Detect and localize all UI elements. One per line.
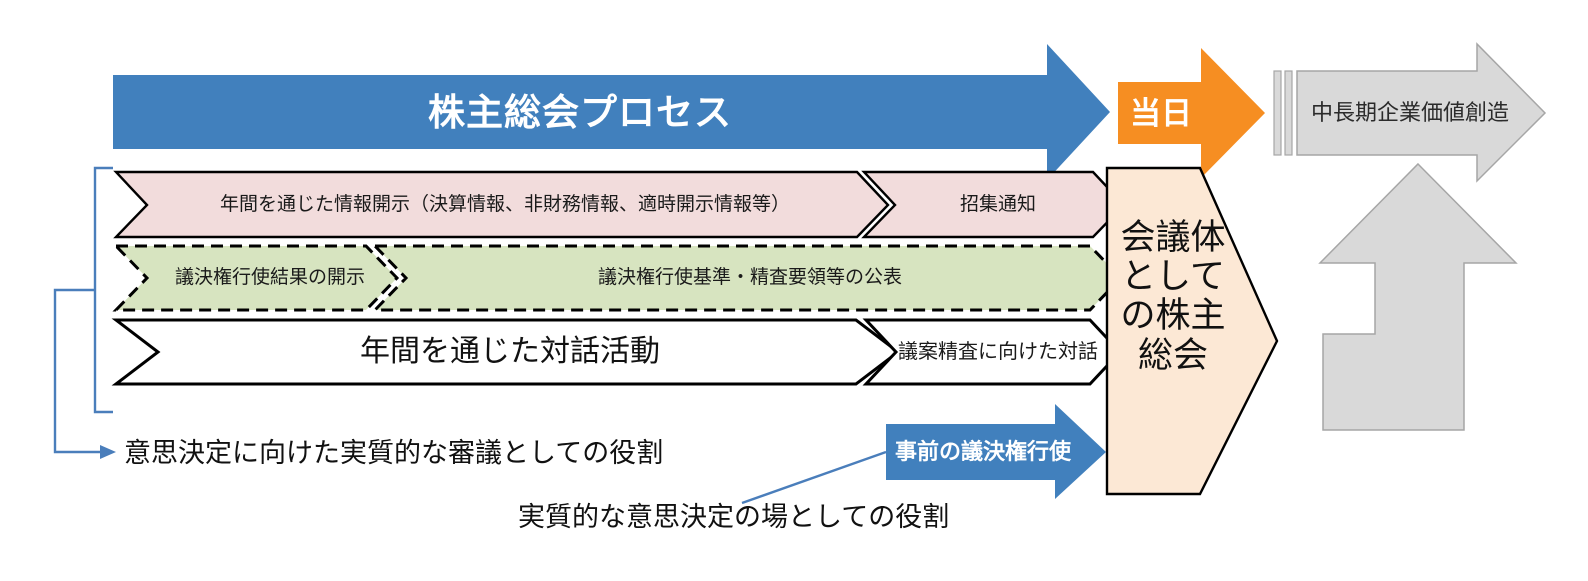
pre-vote-arrow-label: 事前の議決権行使	[894, 439, 1071, 464]
bracket-connector	[93, 166, 113, 414]
chevron-label-disclosure-notice: 招集通知	[959, 194, 1036, 215]
value-creation-label: 中長期企業価値創造	[1310, 100, 1509, 125]
title-band-label: 株主総会プロセス	[428, 92, 732, 133]
motion-bar-1	[1273, 70, 1282, 156]
chevron-label-dialogue-main: 年間を通じた対話活動	[360, 335, 660, 368]
chevron-label-dialogue-review: 議案精査に向けた対話	[898, 341, 1098, 363]
feedback-up-arrow	[1318, 162, 1518, 431]
decision-role-label: 実質的な意思決定の場としての役割	[518, 502, 950, 532]
chevron-label-voting-standards: 議決権行使基準・精査要領等の公表	[597, 267, 902, 288]
chevron-disclosure-notice	[861, 170, 1126, 239]
chevron-dialogue-main	[111, 318, 901, 386]
today-arrow-label: 当日	[1130, 96, 1192, 131]
today-arrow	[1118, 48, 1265, 178]
chevron-voting-results	[112, 244, 400, 312]
bracket-arrowhead	[100, 445, 116, 459]
chevron-dialogue-review	[862, 318, 1123, 386]
title-band-arrow	[113, 44, 1110, 180]
bracket-lead-line	[53, 288, 100, 454]
chevron-label-voting-results: 議決権行使結果の開示	[174, 267, 365, 288]
general-meeting-label: 会議体としての株主総会	[1120, 218, 1226, 375]
general-meeting-pentagon	[1105, 166, 1279, 496]
deliberation-role-label: 意思決定に向けた実質的な審議としての役割	[124, 438, 664, 468]
motion-bar-2	[1284, 70, 1293, 156]
chevron-label-disclosure-main: 年間を通じた情報開示（決算情報、非財務情報、適時開示情報等）	[219, 194, 790, 215]
pre-vote-arrow	[886, 404, 1106, 499]
decision-role-leader-line	[741, 450, 887, 505]
chevron-voting-standards	[371, 244, 1124, 312]
chevron-disclosure-main	[113, 170, 890, 239]
value-creation-arrow	[1296, 42, 1547, 183]
